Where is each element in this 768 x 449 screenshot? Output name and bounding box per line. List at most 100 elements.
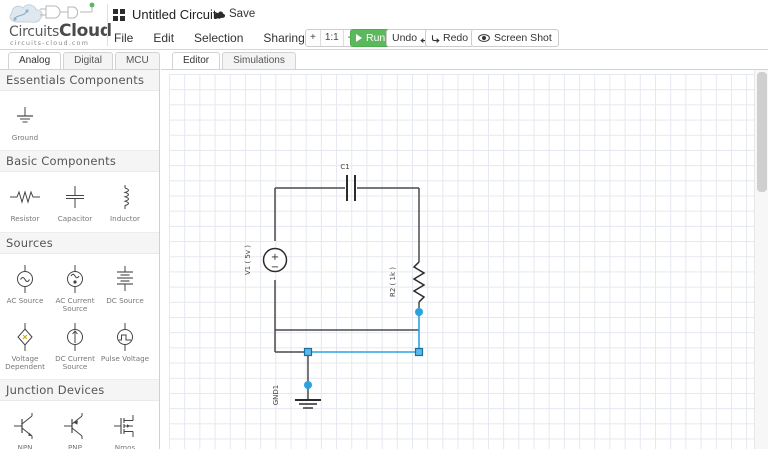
component-dc-current-source[interactable]: DC Current Source: [50, 318, 100, 376]
component-inductor[interactable]: Inductor: [100, 178, 150, 227]
component-pulse-voltage[interactable]: Pulse Voltage: [100, 318, 150, 376]
component-npn-transistor[interactable]: NPN Transistor: [0, 407, 50, 449]
zoom-level-label: 1:1: [320, 30, 344, 46]
header-divider: [107, 4, 108, 46]
tab-simulations[interactable]: Simulations: [222, 52, 296, 69]
save-button[interactable]: Save: [213, 8, 255, 20]
v1-minus-sign: −: [271, 262, 279, 273]
app-logo[interactable]: CircuitsCloud circuits-cloud.com: [6, 2, 112, 47]
capacitor-symbol: [50, 180, 100, 214]
component-label: Ground: [11, 133, 39, 142]
run-label: Run: [366, 32, 386, 44]
app-header: CircuitsCloud circuits-cloud.com Untitle…: [0, 0, 768, 50]
play-icon: [356, 34, 362, 42]
circuit-schematic[interactable]: C1 + − V1 ( 5v ) R2 ( 1k ) GND1: [161, 70, 768, 449]
logo-word-light: Circuits: [9, 24, 59, 40]
component-capacitor[interactable]: Capacitor: [50, 178, 100, 227]
undo-button[interactable]: Undo: [386, 29, 436, 47]
tab-analog[interactable]: Analog: [8, 52, 62, 69]
pulse-voltage-symbol: [100, 320, 150, 354]
logo-wordmark: CircuitsCloud: [9, 23, 112, 40]
menu-item-edit[interactable]: Edit: [153, 31, 175, 45]
selected-wire[interactable]: [303, 312, 424, 357]
component-label: PNP Transistor: [67, 443, 83, 449]
ac-current-source-symbol: [50, 262, 100, 296]
voltage-dependent-symbol: [0, 320, 50, 354]
component-c1[interactable]: C1: [340, 163, 356, 201]
section-header-sources: Sources: [0, 232, 159, 254]
component-label: NPN Transistor: [17, 443, 33, 449]
apps-grid-icon[interactable]: [113, 9, 126, 22]
component-voltage-dependent[interactable]: Voltage Dependent: [0, 318, 50, 376]
component-gnd1[interactable]: GND1: [272, 385, 321, 409]
tab-editor[interactable]: Editor: [172, 52, 221, 69]
ground-symbol: [0, 99, 50, 133]
logo-cloud-graphic: [9, 2, 95, 23]
circuit-canvas[interactable]: C1 + − V1 ( 5v ) R2 ( 1k ) GND1: [161, 69, 768, 449]
component-label: DC Source: [106, 295, 144, 305]
screenshot-label: Screen Shot: [494, 32, 552, 44]
zoom-in-button[interactable]: +: [306, 30, 321, 46]
component-label: Pulse Voltage: [100, 353, 150, 363]
ac-source-symbol: [0, 262, 50, 296]
component-label: Capacitor: [57, 214, 93, 224]
section-header-essentials: Essentials Components: [0, 70, 159, 91]
component-label: AC Current Source: [55, 295, 95, 314]
document-title[interactable]: Untitled Circuit: [132, 7, 217, 22]
component-label: Resistor: [10, 214, 40, 224]
pnp-transistor-symbol: [50, 409, 100, 443]
node-gnd1-terminal[interactable]: [304, 381, 312, 389]
dc-current-source-symbol: [50, 320, 100, 354]
run-button[interactable]: Run: [350, 29, 394, 47]
component-label: AC Source: [6, 295, 44, 305]
tab-mcu[interactable]: MCU: [114, 52, 160, 69]
selected-wire-handle-left[interactable]: [303, 347, 313, 357]
node-r2-bottom[interactable]: [415, 308, 423, 316]
sidebar-tabstrip: Analog Digital MCU: [0, 51, 160, 69]
c1-label: C1: [340, 163, 349, 171]
canvas-scrollbar-vertical[interactable]: [754, 70, 768, 449]
component-label: DC Current Source: [55, 353, 95, 372]
main-tabstrip: Editor Simulations: [166, 51, 768, 69]
tab-digital[interactable]: Digital: [63, 52, 113, 69]
component-label: Nmos Transistor: [114, 443, 136, 449]
redo-button[interactable]: Redo: [425, 29, 475, 47]
menu-item-sharing[interactable]: Sharing: [263, 31, 305, 45]
inductor-symbol: [100, 180, 150, 214]
cloud-upload-icon: [213, 11, 226, 19]
selected-wire-handle-right[interactable]: [414, 347, 424, 357]
r2-label: R2 ( 1k ): [389, 267, 397, 297]
component-group-essentials: Ground: [0, 91, 159, 152]
component-dc-source[interactable]: DC Source: [100, 260, 150, 318]
menu-item-selection[interactable]: Selection: [194, 31, 244, 45]
canvas-grid-background: [169, 74, 754, 449]
component-label: Inductor: [110, 214, 140, 224]
component-ac-source[interactable]: AC Source: [0, 260, 50, 318]
nmos-transistor-symbol: [100, 409, 150, 443]
screenshot-button[interactable]: Screen Shot: [471, 29, 559, 47]
npn-transistor-symbol: [0, 409, 50, 443]
component-ac-current-source[interactable]: AC Current Source: [50, 260, 100, 318]
component-nmos-transistor[interactable]: Nmos Transistor: [100, 407, 150, 449]
component-r2[interactable]: R2 ( 1k ): [389, 261, 426, 303]
component-ground[interactable]: Ground: [0, 97, 50, 146]
zoom-out-button[interactable]: -: [343, 30, 356, 46]
redo-arrow-icon: [431, 34, 440, 43]
component-label: Voltage Dependent: [5, 353, 45, 372]
logo-tagline: circuits-cloud.com: [10, 39, 90, 47]
component-group-sources: AC Source AC Current Source: [0, 254, 159, 381]
eye-icon: [478, 34, 490, 42]
undo-label: Undo: [392, 32, 418, 44]
canvas-scrollbar-thumb[interactable]: [757, 72, 767, 192]
section-header-junction: Junction Devices: [0, 380, 159, 402]
component-group-junction: NPN Transistor PNP Transistor: [0, 401, 159, 449]
gnd1-label: GND1: [272, 385, 280, 406]
component-pnp-transistor[interactable]: PNP Transistor: [50, 407, 100, 449]
menu-item-file[interactable]: File: [114, 31, 134, 45]
resistor-symbol: [0, 180, 50, 214]
v1-label: V1 ( 5v ): [244, 245, 252, 275]
component-resistor[interactable]: Resistor: [0, 178, 50, 227]
component-v1[interactable]: + − V1 ( 5v ): [244, 245, 288, 275]
components-sidebar: Essentials Components Ground Basic Compo…: [0, 69, 160, 449]
